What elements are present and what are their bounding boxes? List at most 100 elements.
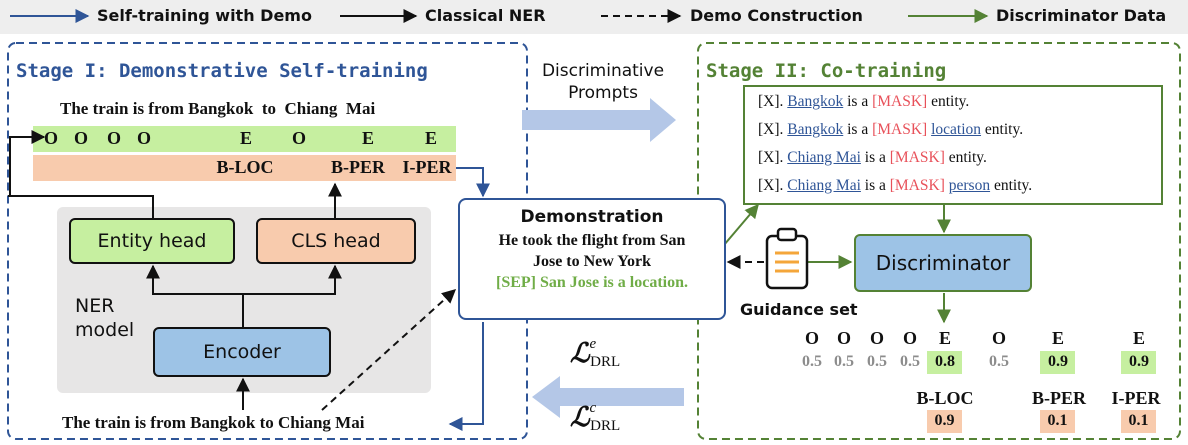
- prompt-label: person: [948, 177, 991, 194]
- guidance-cls-score: 0.1: [1128, 412, 1149, 429]
- cls-tag: B-LOC: [216, 157, 274, 177]
- prompt-mid: is a: [843, 121, 873, 138]
- encoder-cls-arrow: [243, 264, 342, 295]
- prompt-line: [X]. Chiang Mai is a [MASK] entity.: [758, 149, 1032, 177]
- score-highlight-e2: [1040, 351, 1075, 374]
- entity-tag: O: [291, 128, 306, 148]
- guidance-entity-tag: O: [869, 328, 884, 348]
- top-sentence: The train is from Bangkok to Chiang Mai: [60, 99, 376, 118]
- demo-construction-arrow: [321, 289, 457, 411]
- demonstration-box: Demonstration He took the flight from Sa…: [458, 198, 726, 320]
- prompt-line: [X]. Bangkok is a [MASK] location entity…: [758, 121, 1032, 149]
- guidance-entity-tag: E: [938, 328, 951, 348]
- prompt-mid: is a: [860, 177, 890, 194]
- bottom-sentence: The train is from Bangkok to Chiang Mai: [62, 413, 365, 432]
- entity-tag: E: [239, 128, 252, 148]
- stage1-title: Stage I: Demonstrative Self-training: [16, 60, 428, 82]
- guidance-entity-score: 0.8: [935, 353, 955, 370]
- loss-c-label: ℒcDRL: [570, 400, 621, 435]
- prompt-suffix: entity.: [981, 121, 1024, 138]
- prompt-line: [X]. Chiang Mai is a [MASK] person entit…: [758, 177, 1032, 205]
- legend-demo-construction-label: Demo Construction: [690, 6, 863, 25]
- entity-head-arrow-b: [9, 130, 46, 196]
- discriminative-prompts-line1: Discriminative: [541, 61, 665, 81]
- loss-e-superscript: e: [589, 336, 597, 352]
- demo-to-prompts-arrow: [723, 203, 759, 246]
- loss-big-arrow: [532, 376, 684, 418]
- guidance-cls-tag: B-LOC: [916, 388, 974, 408]
- cls-tag-bar: [33, 155, 456, 181]
- entity-head-arrow-a: [8, 195, 154, 218]
- legend-bar: [0, 0, 1188, 34]
- score-highlight-e1: [927, 351, 962, 374]
- entity-head-box: Entity head: [69, 218, 235, 264]
- prompt-suffix: entity.: [944, 149, 987, 166]
- guidance-entity-score: 0.9: [1048, 353, 1068, 370]
- encoder-box: Encoder: [153, 327, 331, 377]
- prompt-entity: Bangkok: [787, 121, 844, 138]
- prompt-entity: Chiang Mai: [787, 149, 861, 166]
- entity-tag: E: [361, 128, 374, 148]
- demo-to-input-arrow: [448, 322, 484, 431]
- entity-tag: O: [73, 128, 88, 148]
- entity-tag: O: [136, 128, 151, 148]
- prompt-prefix: [X].: [758, 177, 788, 194]
- prompt-prefix: [X].: [758, 121, 788, 138]
- prompt-entity: Chiang Mai: [787, 177, 861, 194]
- ner-model-label: NER model: [75, 294, 134, 342]
- loss-e-subscript: DRL: [590, 354, 621, 371]
- prompt-prefix: [X].: [758, 149, 788, 166]
- prompt-mask: [MASK]: [889, 149, 945, 166]
- guidance-entity-tag: O: [991, 328, 1006, 348]
- loss-c-subscript: DRL: [590, 418, 621, 435]
- guidance-entity-tag: E: [1132, 328, 1145, 348]
- bar-to-demo-arrow: [456, 167, 490, 198]
- score-highlight-bloc: [927, 410, 962, 433]
- guidance-set-label: Guidance set: [740, 300, 858, 319]
- prompts-big-arrow: [522, 98, 676, 142]
- entity-tag: E: [424, 128, 437, 148]
- cls-head-box: CLS head: [256, 218, 416, 264]
- prompt-list: [X]. Bangkok is a [MASK] entity. [X]. Ba…: [758, 93, 1032, 205]
- guidance-entity-tag: O: [902, 328, 917, 348]
- prompt-entity: Bangkok: [787, 93, 844, 110]
- prompt-suffix: entity.: [927, 93, 970, 110]
- guidance-cls-tag: I-PER: [1111, 388, 1161, 408]
- legend-self-training-label: Self-training with Demo: [97, 6, 312, 25]
- legend-discriminator-data-label: Discriminator Data: [996, 6, 1167, 25]
- guidance-entity-tag: E: [1051, 328, 1064, 348]
- guidance-cls-score: 0.1: [1047, 412, 1068, 429]
- prompts-box: [743, 85, 1163, 205]
- loss-e-label: ℒeDRL: [570, 336, 621, 371]
- prompt-mid: is a: [860, 149, 890, 166]
- guidance-entity-score: 0.9: [1129, 353, 1149, 370]
- guidance-cls-tag: B-PER: [1032, 388, 1086, 408]
- score-highlight-iper: [1121, 410, 1156, 433]
- ner-model-label-line1: NER: [75, 295, 115, 317]
- encoder-entity-arrow: [146, 264, 244, 327]
- guidance-entity-tag: O: [804, 328, 819, 348]
- prompt-line: [X]. Bangkok is a [MASK] entity.: [758, 93, 1032, 121]
- clipboard-icon: [765, 227, 809, 290]
- discriminator-box: Discriminator: [854, 234, 1032, 292]
- guidance-entity-tag: O: [836, 328, 851, 348]
- prompt-prefix: [X].: [758, 93, 788, 110]
- prompt-mid: is a: [843, 93, 873, 110]
- ner-model-label-line2: model: [75, 319, 135, 341]
- guidance-entity-score: 0.5: [834, 353, 854, 370]
- legend-classical-ner-label: Classical NER: [425, 6, 546, 25]
- stage2-title: Stage II: Co-training: [706, 60, 947, 82]
- demonstration-line1: He took the flight from San: [498, 232, 686, 249]
- entity-tag: O: [106, 128, 121, 148]
- prompt-suffix: entity.: [990, 177, 1033, 194]
- score-highlight-e3: [1121, 351, 1156, 374]
- entity-tag-bar: [33, 126, 456, 152]
- cls-tag: B-PER: [331, 157, 385, 177]
- guidance-entity-score: 0.5: [867, 353, 887, 370]
- prompt-label: location: [931, 121, 982, 138]
- score-highlight-bper: [1040, 410, 1075, 433]
- entity-tag: O: [43, 128, 58, 148]
- loss-c-superscript: c: [589, 400, 597, 416]
- cls-tag: I-PER: [402, 157, 452, 177]
- demonstration-line3: [SEP] San Jose is a location.: [495, 274, 688, 291]
